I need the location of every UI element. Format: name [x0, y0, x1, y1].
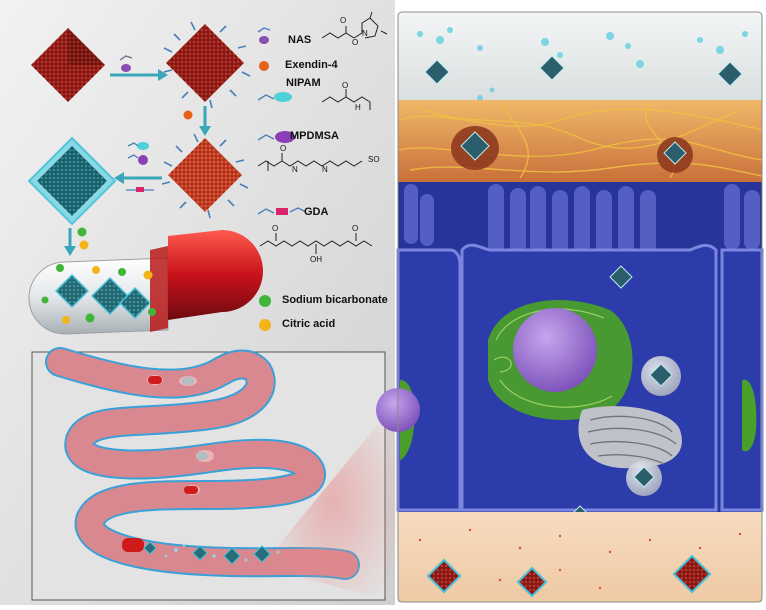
nas-modified-nanoparticle	[163, 21, 251, 109]
microvilli	[404, 184, 760, 256]
lamina-propria	[398, 512, 762, 602]
gda-structure: O OH O	[257, 207, 373, 264]
mpdmsa-structure: O N N SO	[257, 131, 380, 174]
svg-text:H: H	[355, 103, 361, 112]
bicarbonate-key	[259, 295, 271, 307]
exendin-label: Exendin-4	[285, 59, 338, 71]
svg-text:N: N	[362, 29, 368, 38]
gda-label: GDA	[304, 206, 329, 218]
svg-text:OH: OH	[310, 255, 322, 264]
mpdmsa-label: MPDMSA	[290, 130, 339, 142]
er	[578, 406, 682, 469]
svg-text:O: O	[272, 224, 278, 233]
citric-key	[259, 319, 271, 331]
capsule-in-gut	[122, 376, 208, 552]
hydrogel-coated-nanoparticle	[27, 136, 117, 226]
arrow-icon	[64, 228, 76, 256]
svg-text:O: O	[352, 224, 358, 233]
intestine	[45, 347, 360, 580]
intestinal-lumen	[398, 12, 762, 102]
released-particles	[426, 554, 712, 598]
capsule	[28, 230, 263, 335]
svg-text:O: O	[280, 144, 286, 153]
mof-core-nanoparticle	[31, 28, 105, 102]
svg-text:SO: SO	[368, 155, 380, 164]
arrow-icon	[110, 69, 168, 81]
exendin-structure	[259, 61, 269, 71]
arrow-icon	[199, 106, 211, 136]
svg-text:O: O	[342, 81, 348, 90]
sodium-bicarbonate-label: Sodium bicarbonate	[282, 294, 388, 306]
polymerization-monomers	[126, 142, 154, 192]
tissue-panel	[376, 11, 764, 603]
nas-monomer-icon	[119, 55, 133, 72]
nas-label: NAS	[288, 34, 312, 46]
arrow-icon	[114, 172, 162, 184]
svg-text:O: O	[340, 16, 346, 25]
svg-text:N: N	[292, 165, 298, 174]
citric-acid-label: Citric acid	[282, 318, 336, 330]
nucleus	[513, 308, 597, 392]
nipam-label: NIPAM	[286, 77, 321, 89]
exendin-bead	[183, 110, 193, 120]
nas-structure: O O N	[257, 11, 388, 47]
svg-text:N: N	[322, 165, 328, 174]
drug-loaded-nanoparticle	[161, 133, 249, 219]
citric-bead	[79, 240, 89, 250]
zoom-wedge	[268, 400, 398, 604]
nipam-structure: O H	[257, 81, 371, 112]
svg-text:O: O	[352, 38, 358, 47]
bicarbonate-bead	[77, 227, 87, 237]
